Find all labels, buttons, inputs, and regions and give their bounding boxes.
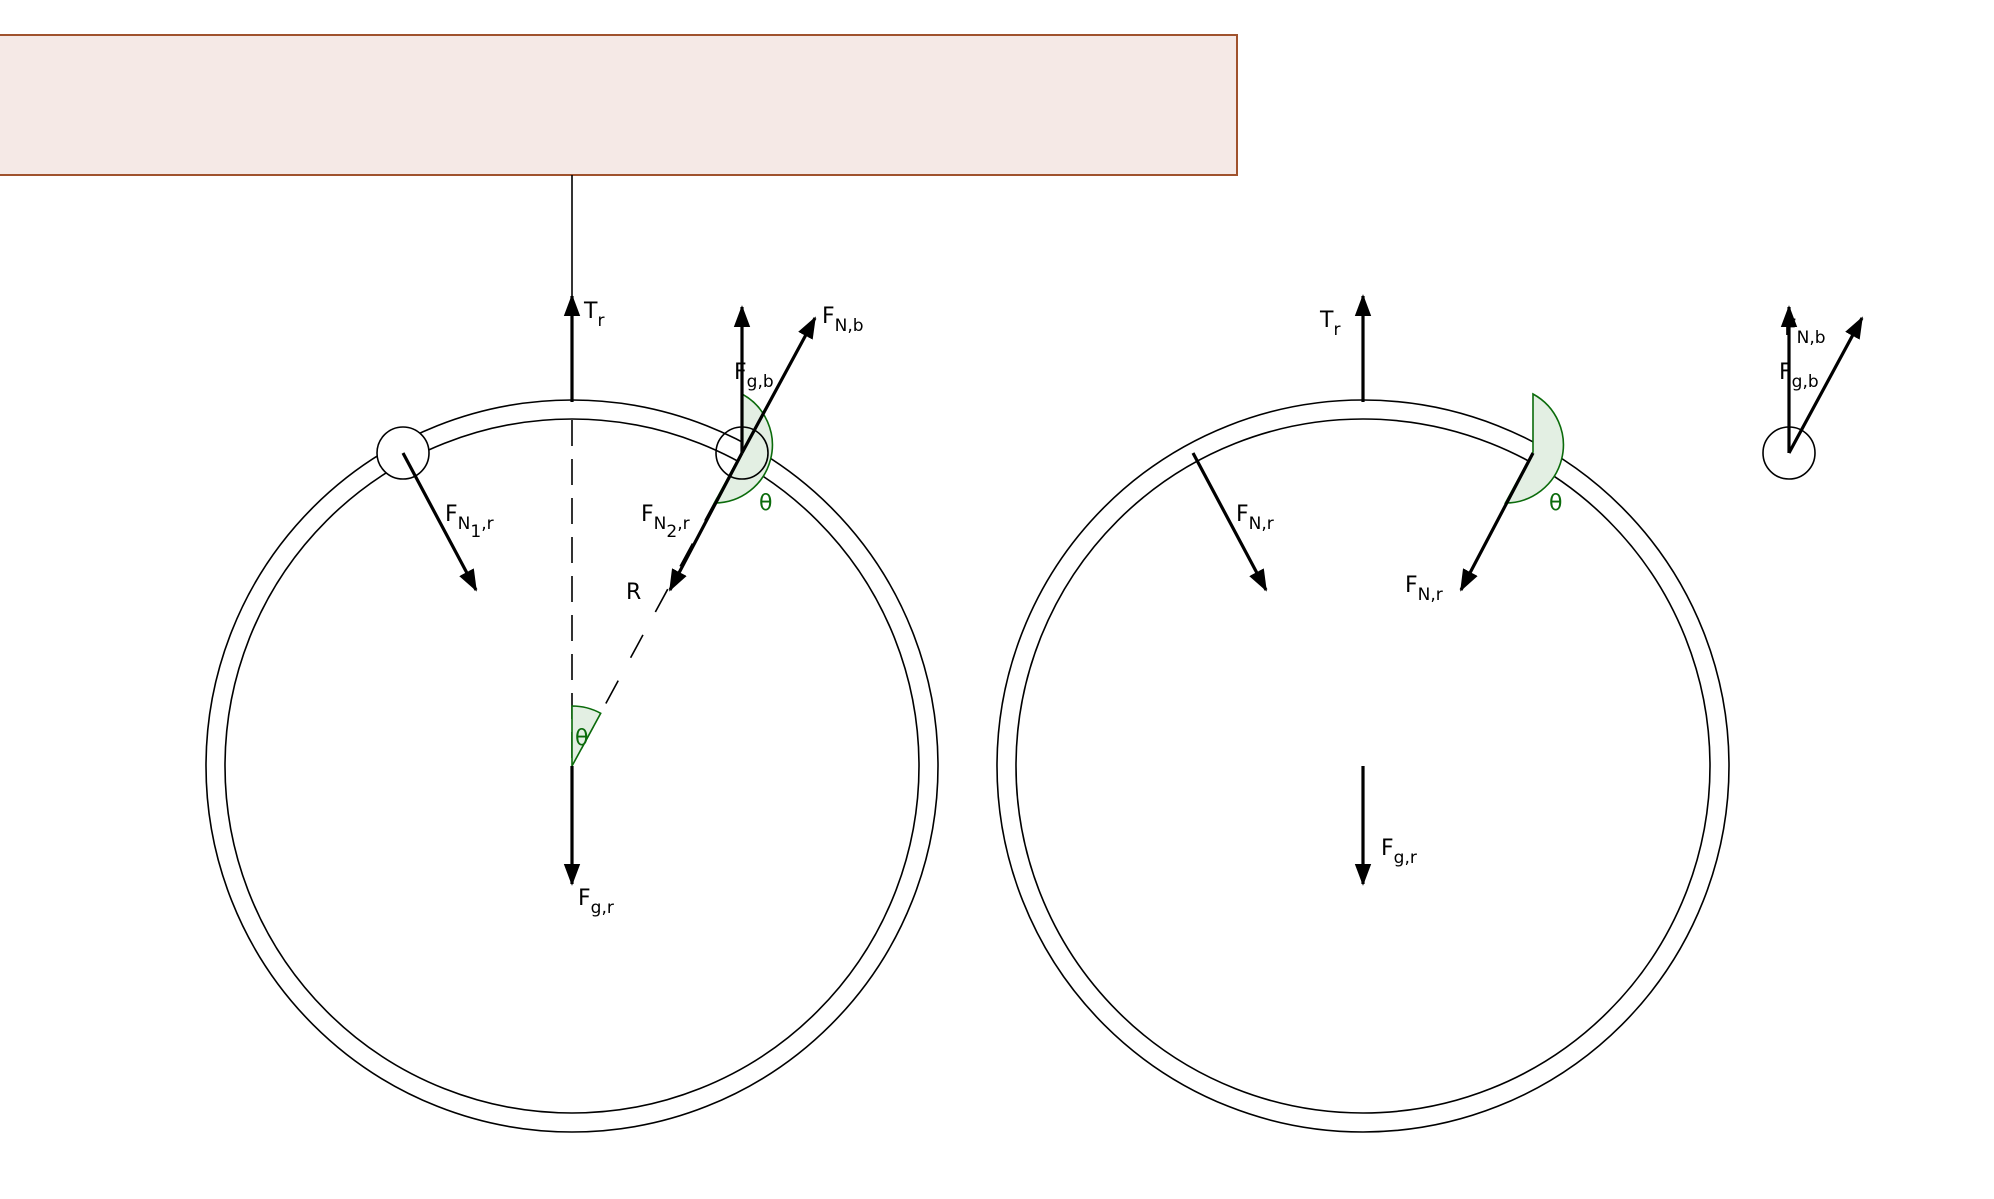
right-figure: FN,b Fg,b xyxy=(1762,305,1864,480)
label-F-N-b-right: FN,b xyxy=(1784,316,1826,348)
label-F-g-r-left: Fg,r xyxy=(578,886,614,918)
label-T-r-middle: Tr xyxy=(1319,308,1340,340)
label-F-g-r-middle: Fg,r xyxy=(1381,836,1417,868)
label-theta-center: θ xyxy=(575,726,588,751)
label-F-g-b-left: Fg,b xyxy=(734,360,774,392)
ceiling xyxy=(0,34,1238,176)
center-angle-wedge xyxy=(571,705,602,767)
label-theta-bead-middle: θ xyxy=(1549,491,1562,516)
normal-force-arrow-middle-1 xyxy=(1191,452,1268,592)
normal-force-1-arrow xyxy=(401,452,478,592)
normal-force-arrow-middle-2 xyxy=(1459,452,1535,592)
label-F-g-b-right: Fg,b xyxy=(1779,360,1819,392)
ring-inner xyxy=(224,418,920,1114)
normal-force-2-arrow xyxy=(668,452,744,592)
label-F-N2-r: FN2,r xyxy=(641,502,690,542)
label-F-N-r-middle-1: FN,r xyxy=(1236,502,1274,534)
label-F-N1-r: FN1,r xyxy=(445,502,494,542)
label-radius: R xyxy=(626,580,641,605)
bead-normal-arrow-left xyxy=(740,316,817,454)
bead-angle-wedge-middle xyxy=(1504,392,1565,504)
label-theta-bead-left: θ xyxy=(759,491,772,516)
left-figure: Tr FN1,r FN2,r Fg,b FN,b R θ θ Fg,r xyxy=(205,175,939,1133)
label-T-r-left: Tr xyxy=(583,299,604,331)
label-F-N-b-left: FN,b xyxy=(822,304,864,336)
label-F-N-r-middle-2: FN,r xyxy=(1405,573,1443,605)
ring-inner-middle xyxy=(1015,418,1711,1114)
middle-figure: Tr FN,r FN,r θ Fg,r xyxy=(996,294,1730,1133)
bead-normal-arrow-right xyxy=(1787,316,1864,454)
